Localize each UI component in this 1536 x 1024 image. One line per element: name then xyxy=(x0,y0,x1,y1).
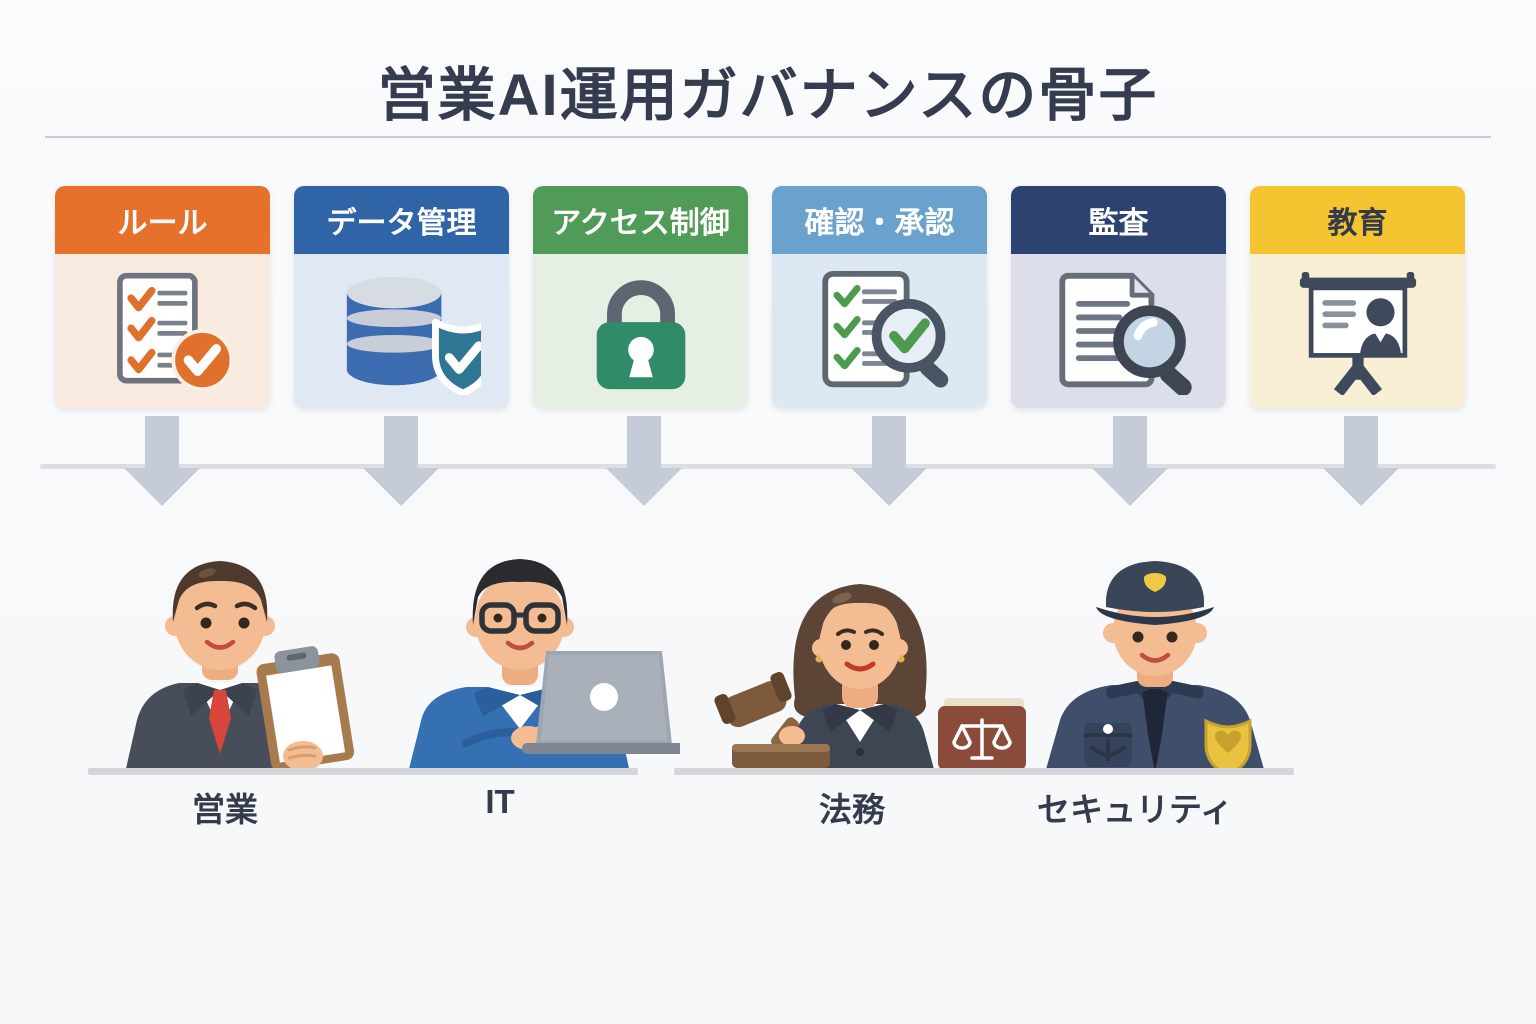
role-label-legal: 法務 xyxy=(819,791,885,828)
checklist-icon xyxy=(88,268,238,394)
card-review-approval: 確認・承認 xyxy=(772,186,987,408)
card-rules: ルール xyxy=(55,186,270,408)
connector-line xyxy=(40,464,1496,469)
role-label-sales: 営業 xyxy=(192,791,258,828)
page-title: 営業AI運用ガバナンスの骨子 xyxy=(377,63,1159,128)
sales-person xyxy=(95,540,375,778)
card-audit: 監査 xyxy=(1011,186,1226,408)
uniform-pocket xyxy=(1084,723,1132,767)
padlock-icon xyxy=(576,267,706,395)
presentation-icon xyxy=(1283,267,1433,395)
legal-person xyxy=(690,548,1030,778)
law-book-icon xyxy=(938,698,1026,770)
card-education-header: 教育 xyxy=(1250,186,1465,254)
document-magnifier-icon xyxy=(1041,267,1196,395)
role-label-it: IT xyxy=(485,783,515,820)
card-audit-header: 監査 xyxy=(1011,186,1226,254)
card-access-control-header: アクセス制御 xyxy=(533,186,748,254)
card-review-approval-header: 確認・承認 xyxy=(772,186,987,254)
security-officer xyxy=(1010,535,1300,778)
card-access-control: アクセス制御 xyxy=(533,186,748,408)
desk-left xyxy=(88,768,638,775)
card-data-management: データ管理 xyxy=(294,186,509,408)
gavel-icon xyxy=(714,671,830,768)
pillar-cards-row: ルール データ管理 xyxy=(55,186,1465,408)
it-person xyxy=(370,545,688,778)
card-data-management-header: データ管理 xyxy=(294,186,509,254)
desk-right xyxy=(674,768,1294,775)
badge-icon xyxy=(1204,718,1252,777)
card-education: 教育 xyxy=(1250,186,1465,408)
title-divider xyxy=(45,136,1491,138)
database-shield-icon xyxy=(323,267,481,395)
checklist-magnifier-icon xyxy=(802,267,957,395)
role-label-security: セキュリティ xyxy=(1036,791,1234,828)
card-rules-header: ルール xyxy=(55,186,270,254)
